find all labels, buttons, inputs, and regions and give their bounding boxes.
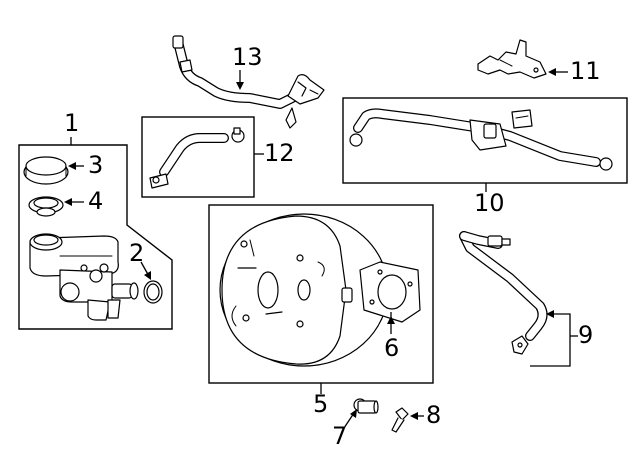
o-ring[interactable] [143,280,163,304]
callout-11[interactable]: 11 [570,57,601,85]
booster-hose[interactable] [459,231,548,341]
vacuum-hose[interactable] [159,133,229,177]
bolt-group: 7 [332,398,379,450]
hose-with-clips-group: 9 [459,231,593,367]
master-cylinder[interactable] [29,233,139,321]
callout-13[interactable]: 13 [232,43,263,71]
reservoir-strainer[interactable] [28,196,64,217]
vacuum-hose-box [141,116,255,198]
callout-7[interactable]: 7 [332,422,347,450]
master-cylinder-group: 1 3 4 [18,109,173,330]
tube-bracket[interactable] [477,39,547,79]
hose-clip[interactable] [511,335,529,355]
hose-assembly-group: 10 [342,97,628,217]
brake-booster[interactable] [219,213,389,367]
brake-booster-group: 6 5 [208,204,434,418]
bracket-group: 11 [477,39,601,85]
reservoir-cap[interactable] [23,156,69,185]
callout-10[interactable]: 10 [474,189,505,217]
callout-2[interactable]: 2 [129,239,144,267]
callout-9[interactable]: 9 [578,321,593,349]
vacuum-tube[interactable] [172,35,325,129]
clip-group: 8 [391,401,441,433]
master-cylinder-box [18,144,173,330]
callout-4[interactable]: 4 [88,187,103,215]
callout-1[interactable]: 1 [64,109,79,137]
hose-clamp-upper[interactable] [231,127,245,143]
hose-clamp-lower[interactable] [149,173,169,189]
callout-12[interactable]: 12 [264,139,295,167]
callout-8[interactable]: 8 [426,401,441,429]
booster-stud-bolt[interactable] [353,398,379,414]
hose-assembly-box [342,97,628,184]
booster-gasket[interactable] [359,261,421,323]
vacuum-hose-assembly[interactable] [349,108,613,171]
vacuum-tube-group: 13 [172,35,325,129]
callout-6[interactable]: 6 [384,334,399,362]
retaining-clip[interactable] [391,407,409,433]
callout-3[interactable]: 3 [88,151,103,179]
callout-5[interactable]: 5 [313,390,328,418]
vacuum-hose-group: 12 [141,116,295,198]
